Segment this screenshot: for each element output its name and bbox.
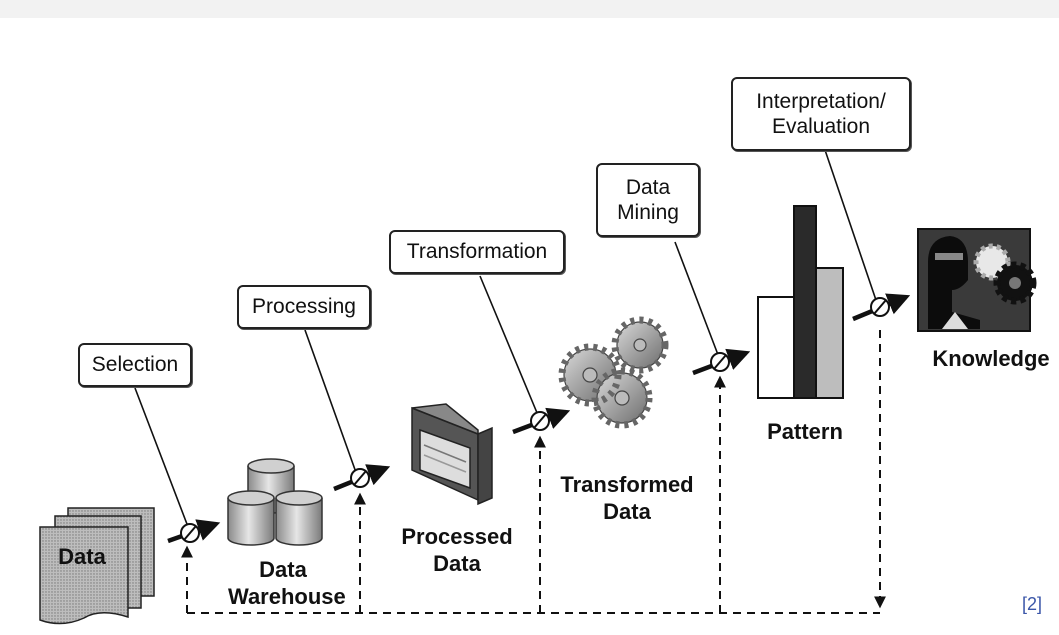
gears-icon (558, 316, 669, 429)
stage-data-label: Data (58, 544, 106, 569)
database-cylinders-icon (227, 458, 323, 546)
step-selection-box: Selection (78, 343, 192, 387)
stage-pattern-label: Pattern (767, 419, 843, 444)
data-documents-icon (39, 507, 155, 625)
folder-icon (411, 403, 493, 506)
step-data-mining-box: Data Mining (596, 163, 700, 237)
stage-knowledge-label: Knowledge (932, 346, 1050, 371)
stage-data-warehouse-label: Data Warehouse (228, 557, 346, 609)
stage-processed-data-label: Processed Data (401, 524, 513, 576)
knowledge-picture-icon (917, 228, 1037, 332)
step-transformation-box: Transformation (389, 230, 565, 274)
step-interpretation-box: Interpretation/ Evaluation (731, 77, 911, 151)
reference-marker: [2] (1022, 594, 1043, 614)
pattern-bars-icon (757, 205, 844, 399)
step-processing-box: Processing (237, 285, 371, 329)
stage-transformed-data-label: Transformed Data (560, 472, 694, 524)
top-band (0, 0, 1059, 18)
